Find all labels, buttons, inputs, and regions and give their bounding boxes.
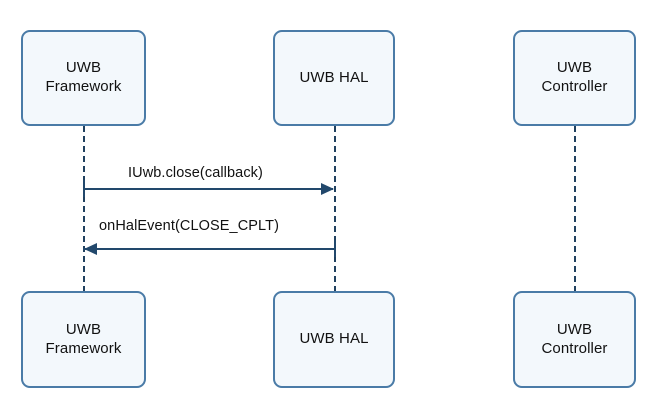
message-source-cap-onhalevent [334,240,336,257]
participant-foot-label-uwb-controller: UWB Controller [541,320,608,357]
message-arrowhead-iuwb-close [321,183,334,195]
participant-head-uwb-framework[interactable]: UWB Framework [21,30,146,126]
message-label-onhalevent: onHalEvent(CLOSE_CPLT) [96,218,283,234]
message-line-iuwb-close [83,188,333,190]
participant-head-uwb-hal[interactable]: UWB HAL [273,30,395,126]
participant-head-label-uwb-controller: UWB Controller [541,59,608,95]
participant-foot-uwb-controller[interactable]: UWB Controller [513,291,636,388]
participant-foot-uwb-hal[interactable]: UWB HAL [273,291,395,388]
participant-head-label-uwb-framework: UWB Framework [45,59,122,95]
participant-head-uwb-controller[interactable]: UWB Controller [513,30,636,126]
message-line-onhalevent [83,248,334,250]
participant-head-label-uwb-hal: UWB HAL [299,68,369,86]
lifeline-uwb-framework [83,126,85,292]
message-arrowhead-onhalevent [84,243,97,255]
participant-foot-label-uwb-hal: UWB HAL [299,330,369,348]
participant-foot-label-uwb-framework: UWB Framework [45,320,122,357]
lifeline-uwb-hal [334,126,336,292]
message-label-iuwb-close: IUwb.close(callback) [125,165,266,181]
participant-foot-uwb-framework[interactable]: UWB Framework [21,291,146,388]
lifeline-uwb-controller [574,126,576,292]
